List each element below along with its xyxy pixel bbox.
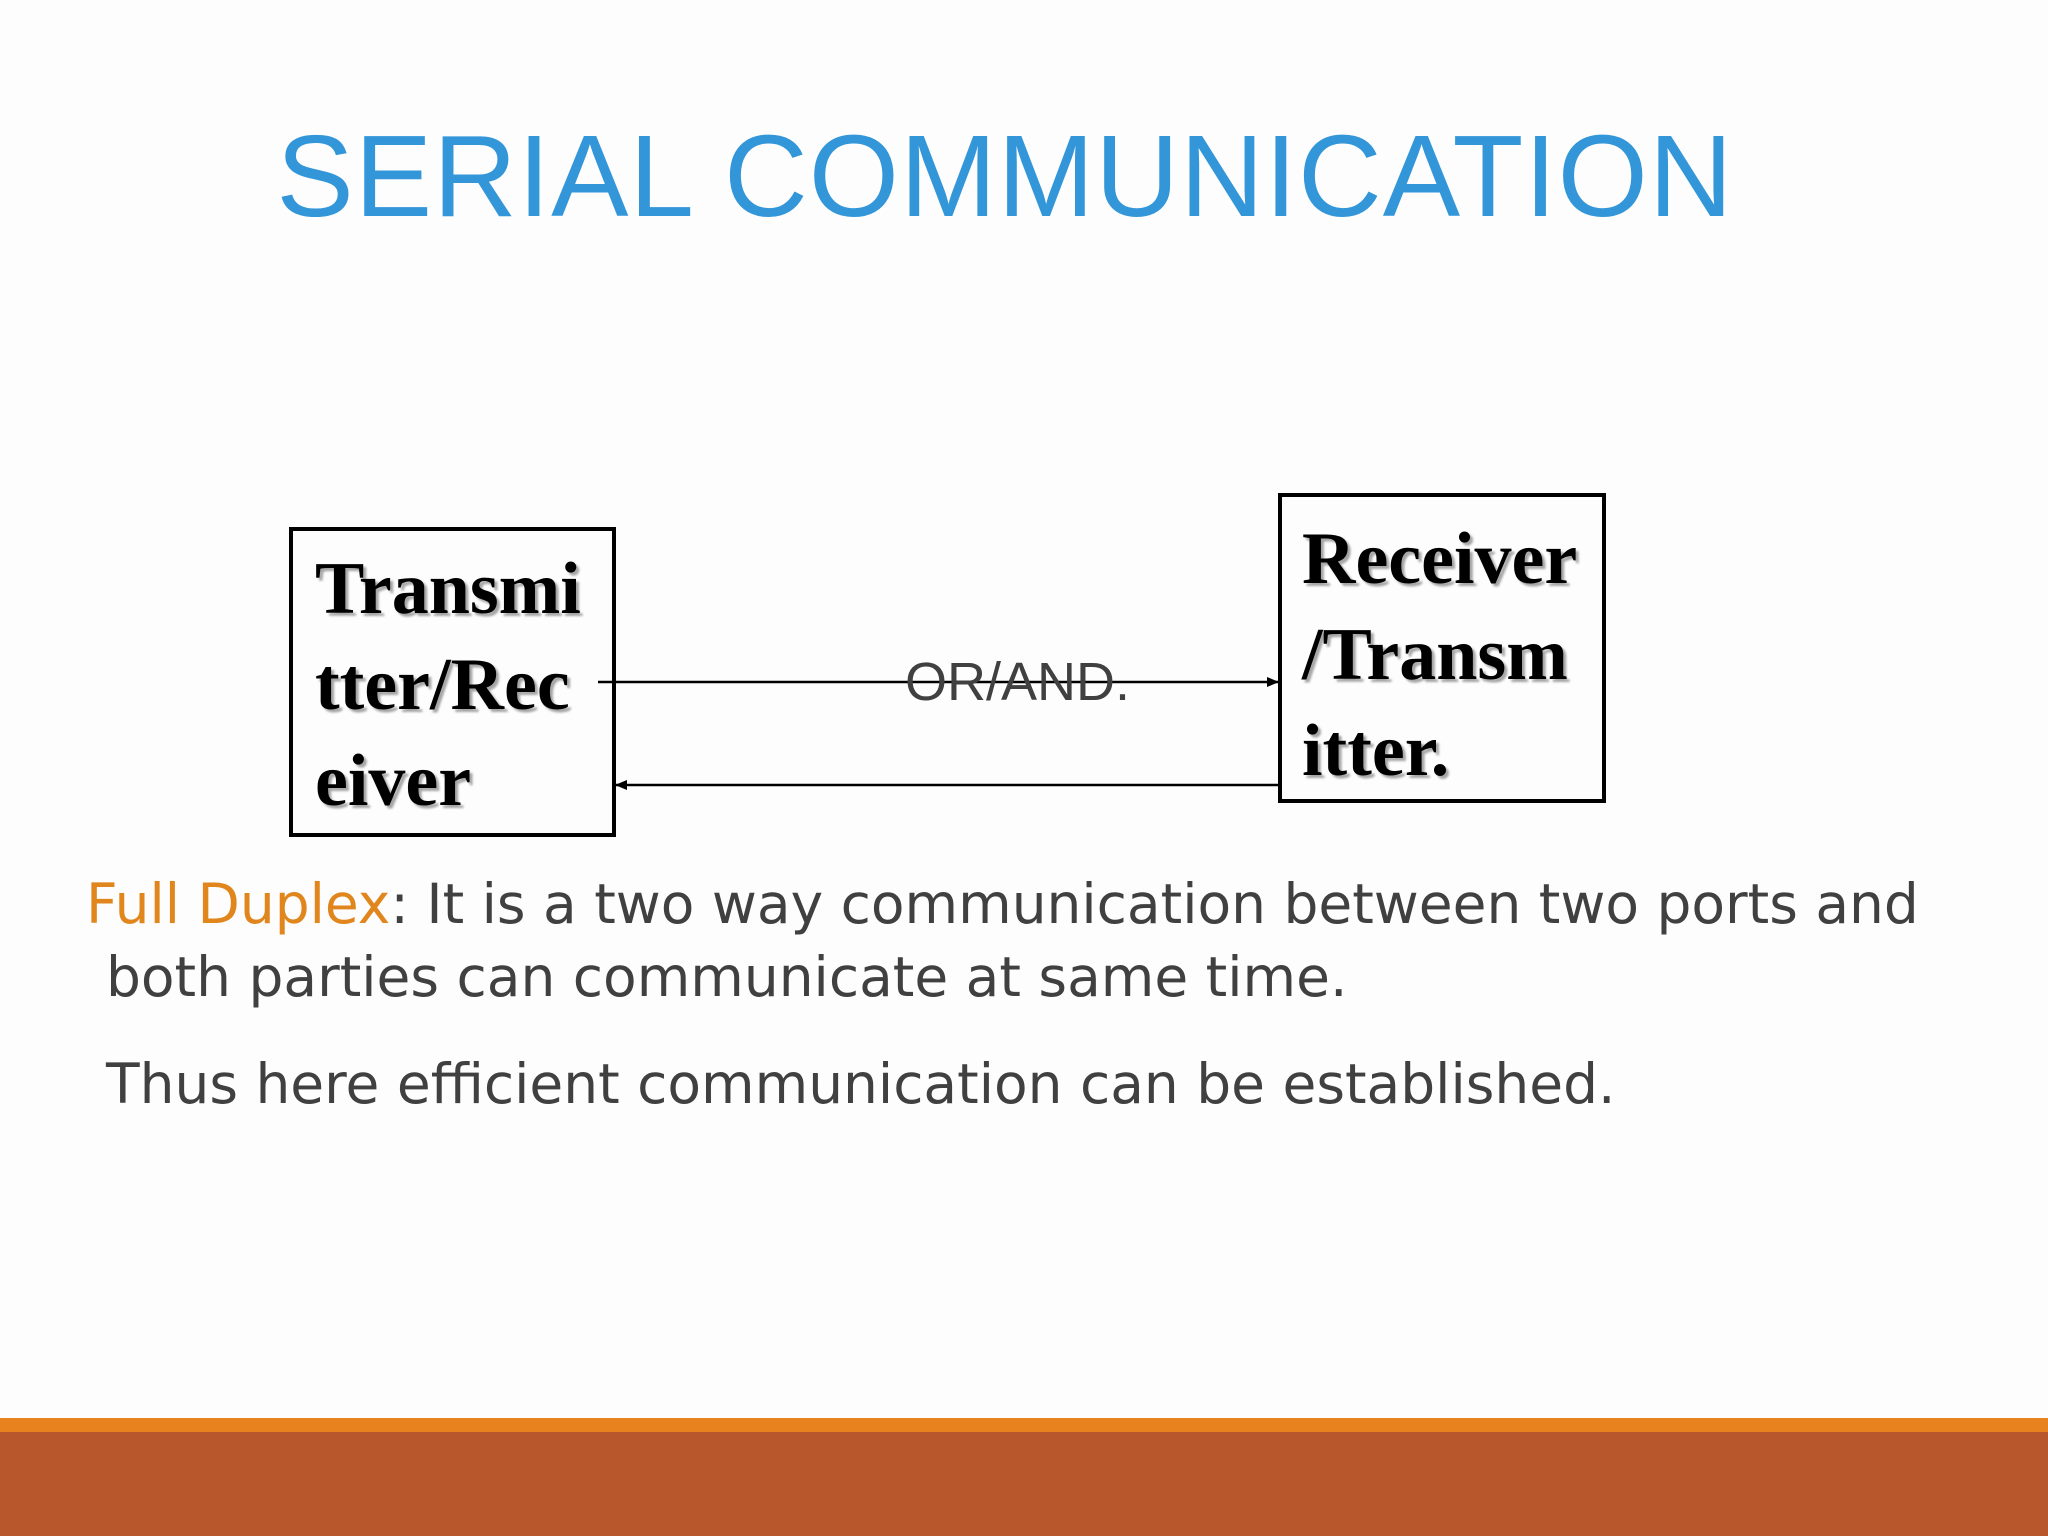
left-box-line-3: eiver: [315, 740, 472, 822]
term-full-duplex: Full Duplex: [86, 872, 391, 936]
conclusion-paragraph: Thus here efficient communication can be…: [106, 1052, 1616, 1116]
definition-paragraph: Full Duplex: It is a two way communicati…: [86, 868, 1986, 1014]
right-box-line-3: itter.: [1302, 710, 1450, 792]
definition-line-1: : It is a two way communication between …: [390, 872, 1919, 936]
right-box-line-1: Receiver: [1302, 518, 1578, 600]
right-box-line-2: /Transm: [1302, 614, 1568, 696]
connector-label: OR/AND.: [905, 652, 1131, 712]
footer-bar: [0, 1432, 2048, 1536]
left-box-line-1: Transmi: [315, 548, 581, 630]
slide-title: SERIAL COMMUNICATION: [276, 111, 1734, 241]
left-box-line-2: tter/Rec: [315, 644, 570, 726]
definition-line-2: both parties can communicate at same tim…: [106, 945, 1348, 1009]
body-text: Full Duplex: It is a two way communicati…: [86, 868, 1986, 1121]
receiver-transmitter-box: Receiver /Transm itter.: [1278, 493, 1606, 803]
transmitter-receiver-box: Transmi tter/Rec eiver: [289, 527, 616, 837]
footer-accent-line: [0, 1418, 2048, 1432]
